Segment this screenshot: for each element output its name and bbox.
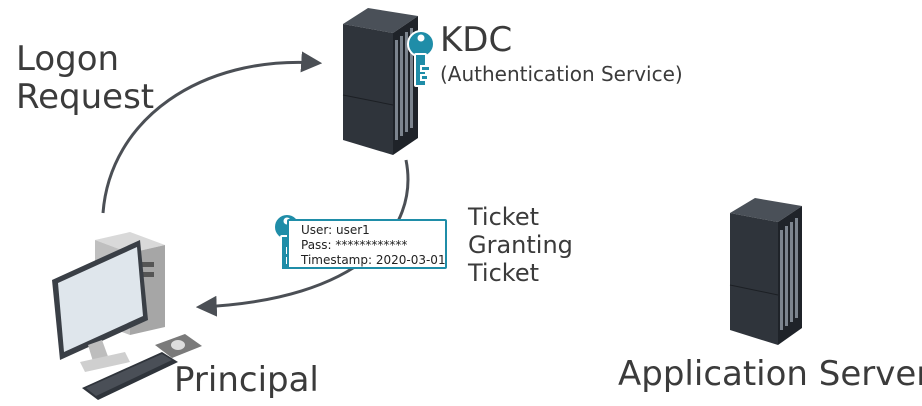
ticket-card: User: user1 Pass: ************ Timestamp… <box>287 219 447 269</box>
kdc-key-icon <box>407 30 435 87</box>
kdc-title: KDC <box>440 20 513 60</box>
keyboard-icon <box>82 352 178 400</box>
logon-request-label: Logon Request <box>16 39 155 117</box>
ticket-timestamp: Timestamp: 2020-03-01 <box>301 253 446 267</box>
computer-monitor-icon <box>52 240 148 372</box>
tgt-label: Ticket Granting Ticket <box>468 203 573 287</box>
application-server-label: Application Server <box>618 354 922 394</box>
ticket-pass: Pass: ************ <box>301 238 408 252</box>
logon-request-arrow <box>101 51 323 214</box>
mouse-icon <box>155 334 202 358</box>
kdc-server-icon <box>342 8 418 155</box>
ticket-user: User: user1 <box>301 223 370 237</box>
principal-label: Principal <box>174 360 319 400</box>
kdc-subtitle: (Authentication Service) <box>440 62 683 86</box>
application-server-icon <box>729 198 802 345</box>
